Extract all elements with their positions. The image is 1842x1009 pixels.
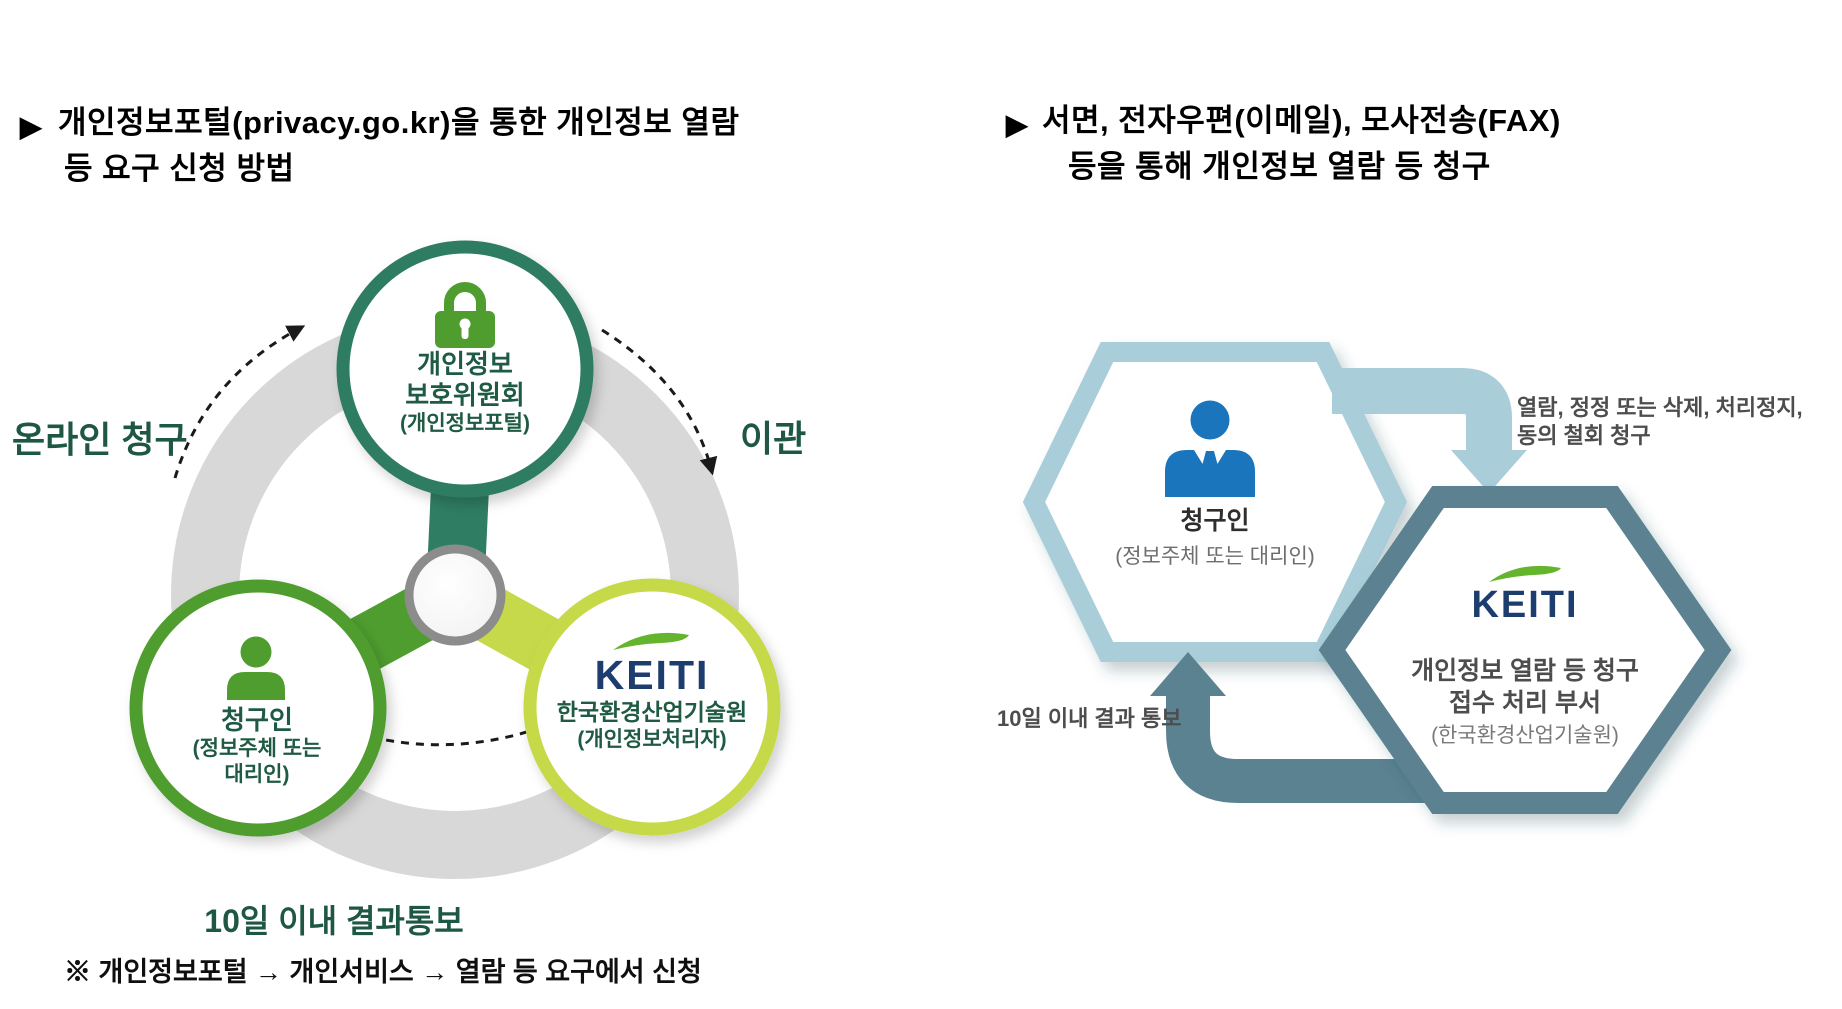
person-icon bbox=[227, 636, 285, 700]
request-arrow-label-line1: 열람, 정정 또는 삭제, 처리정지, bbox=[1517, 395, 1803, 420]
request-arrow-label-line2: 동의 철회 청구 bbox=[1517, 423, 1651, 448]
response-arrow-label: 10일 이내 결과 통보 bbox=[997, 706, 1182, 731]
left-title-line1: 개인정보포털(privacy.go.kr)을 통한 개인정보 열람 bbox=[58, 105, 740, 140]
lock-icon bbox=[435, 282, 495, 348]
written-request-diagram bbox=[1022, 342, 1732, 814]
keiti-hexagon bbox=[1318, 486, 1732, 814]
left-title-line2: 등 요구 신청 방법 bbox=[64, 151, 295, 186]
online-cycle-diagram bbox=[129, 240, 781, 879]
right-title-line2: 등을 통해 개인정보 열람 등 청구 bbox=[1068, 149, 1491, 184]
right-title-marker: ▶ bbox=[1006, 109, 1028, 140]
keiti-hex-logo: KEITI bbox=[1471, 584, 1579, 626]
keiti-hex-line1: 개인정보 열람 등 청구 bbox=[1411, 657, 1639, 685]
left-title-marker: ▶ bbox=[20, 111, 42, 142]
node-circle-ppc bbox=[336, 240, 594, 498]
hub bbox=[404, 544, 506, 646]
keiti-hex-line3: (한국환경산업기술원) bbox=[1431, 724, 1619, 747]
node-circle-requester bbox=[129, 579, 387, 837]
footnote: ※ 개인정보포털 → 개인서비스 → 열람 등 요구에서 신청 bbox=[64, 957, 702, 987]
label-transfer: 이관 bbox=[740, 418, 807, 459]
ppc-node-line1: 개인정보 bbox=[417, 349, 513, 379]
requester-hex-title: 청구인 bbox=[1180, 507, 1250, 535]
ppc-node-line3: (개인정보포털) bbox=[400, 412, 530, 435]
keiti-node-line2: (개인정보처리자) bbox=[577, 728, 727, 751]
label-result-notice: 10일 이내 결과통보 bbox=[204, 903, 464, 939]
requester-node-line2: (정보주체 또는 bbox=[192, 737, 322, 760]
dashed-arrow-transfer bbox=[601, 328, 718, 476]
requester-node-line1: 청구인 bbox=[221, 705, 293, 735]
requester-node-line3: 대리인) bbox=[224, 763, 290, 786]
keiti-hex-line2: 접수 처리 부서 bbox=[1449, 689, 1601, 717]
leaf-icon bbox=[613, 632, 689, 650]
right-title-line1: 서면, 전자우편(이메일), 모사전송(FAX) bbox=[1042, 103, 1561, 138]
ppc-node-line2: 보호위원회 bbox=[405, 380, 525, 410]
label-online-request: 온라인 청구 bbox=[12, 419, 188, 460]
requester-hexagon bbox=[1022, 342, 1408, 662]
request-arrow bbox=[1332, 368, 1527, 493]
keiti-leaf-icon bbox=[1489, 565, 1561, 582]
keiti-node-logo: KEITI bbox=[594, 652, 710, 698]
requester-hex-subtitle: (정보주체 또는 대리인) bbox=[1115, 545, 1315, 568]
node-circle-keiti bbox=[523, 578, 781, 836]
business-person-icon bbox=[1165, 400, 1255, 497]
keiti-node-line1: 한국환경산업기술원 bbox=[556, 699, 748, 725]
response-arrow bbox=[1150, 652, 1452, 803]
